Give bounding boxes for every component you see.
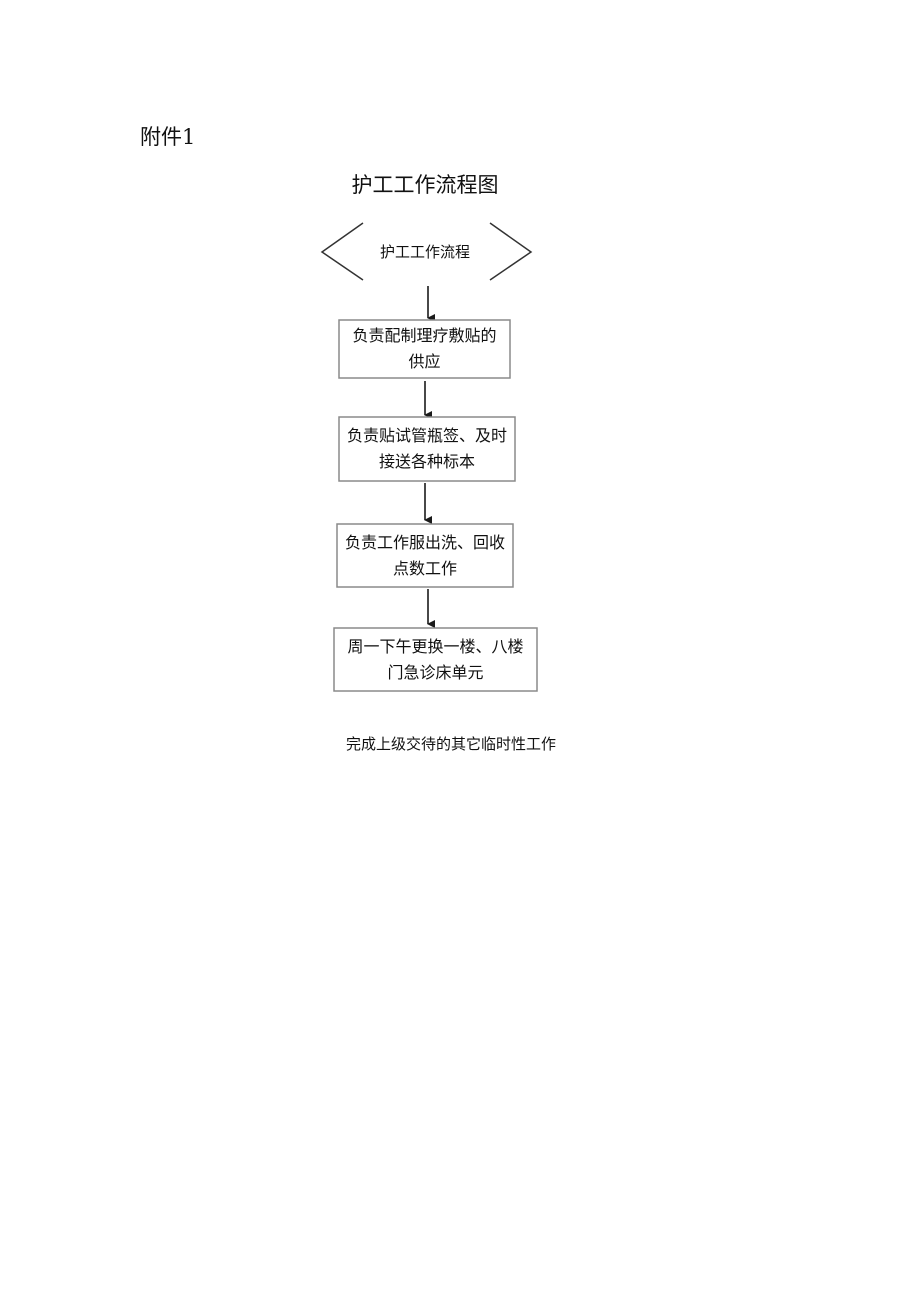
step-2-label: 负责贴试管瓶签、及时接送各种标本 [347,426,508,471]
start-node-right-bracket [489,222,533,281]
attachment-label: 附件1 [140,125,196,149]
footer-note: 完成上级交待的其它临时性工作 [346,735,557,753]
step-3-label: 负责工作服出洗、回收点数工作 [345,532,506,578]
step-box-4 [333,627,538,692]
start-node-left-bracket [320,222,364,281]
step-box-1 [338,319,511,379]
chart-title: 护工工作流程图 [351,173,499,197]
start-node-label: 护工工作流程 [379,243,470,261]
step-4-label: 周一下午更换一楼、八楼门急诊床单元 [347,636,524,682]
step-1-label: 负责配制理疗敷贴的供应 [352,326,497,371]
step-box-2 [338,416,516,482]
step-box-3 [336,523,514,588]
